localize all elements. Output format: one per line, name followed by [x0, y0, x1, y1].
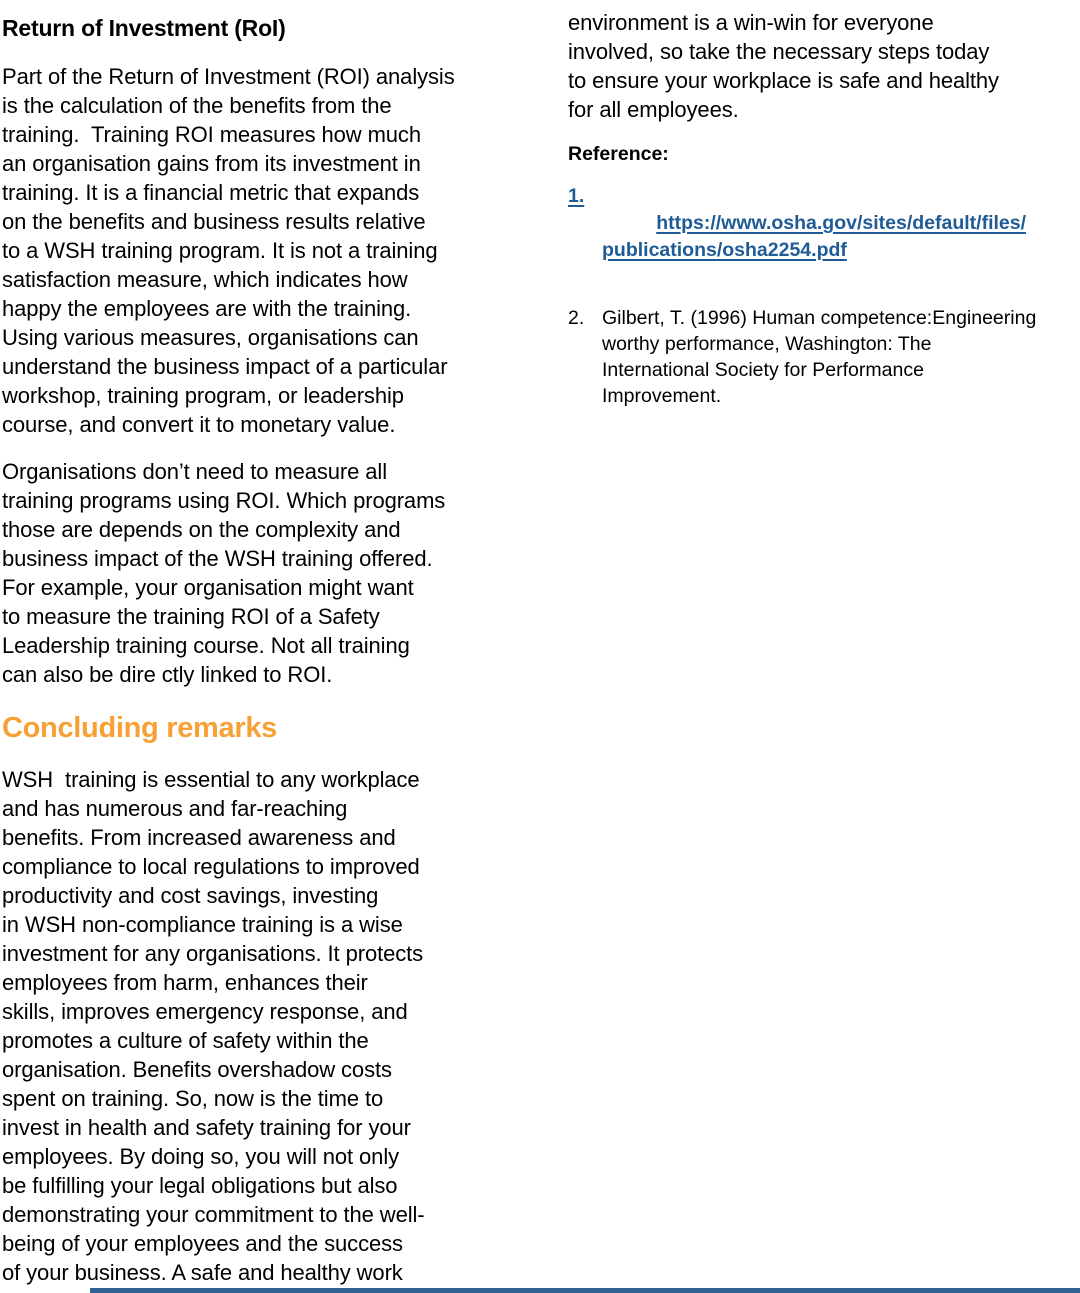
reference-item-2: 2. Gilbert, T. (1996) Human competence:E…	[568, 305, 1080, 409]
reference-link-osha[interactable]: https://www.osha.gov/sites/default/files…	[602, 212, 1027, 261]
para-roi-2: Organisations don’t need to measure all …	[2, 459, 446, 687]
reference-number-2: 2.	[568, 307, 585, 329]
reference-item-1: 1. https://www.osha.gov/sites/default/fi…	[568, 183, 1080, 291]
para-conclusion-continued: environment is a win-win for everyone in…	[568, 10, 999, 122]
para-conclusion: WSH training is essential to any workpla…	[2, 767, 425, 1285]
reference-list: 1. https://www.osha.gov/sites/default/fi…	[568, 183, 1080, 409]
reference-citation-gilbert: Gilbert, T. (1996) Human competence:Engi…	[602, 307, 1037, 407]
left-column: Return of Investment (RoI) Part of the R…	[2, 14, 526, 1293]
section-heading-roi: Return of Investment (RoI)	[2, 15, 286, 41]
heading-concluding-remarks: Concluding remarks	[2, 712, 277, 744]
footer-accent-bar	[90, 1288, 1080, 1293]
reference-number-1: 1.	[568, 185, 585, 207]
right-column: environment is a win-win for everyone in…	[568, 8, 1080, 423]
reference-heading: Reference:	[568, 143, 669, 165]
para-roi-1: Part of the Return of Investment (ROI) a…	[2, 64, 455, 437]
